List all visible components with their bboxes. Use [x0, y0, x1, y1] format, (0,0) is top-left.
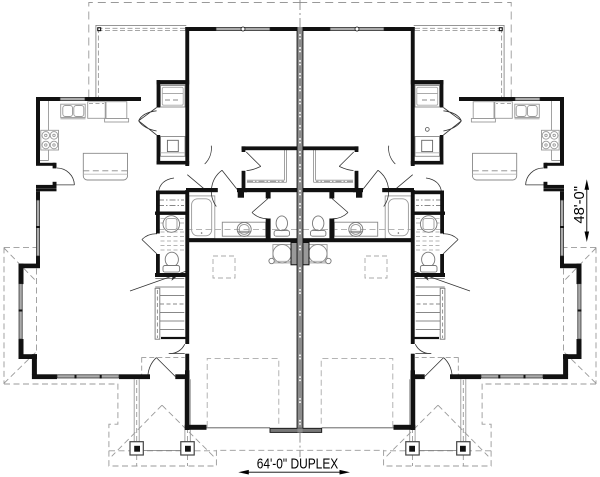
svg-text:64'-0" DUPLEX: 64'-0" DUPLEX [257, 455, 339, 472]
svg-text:48'-0": 48'-0" [571, 186, 588, 224]
